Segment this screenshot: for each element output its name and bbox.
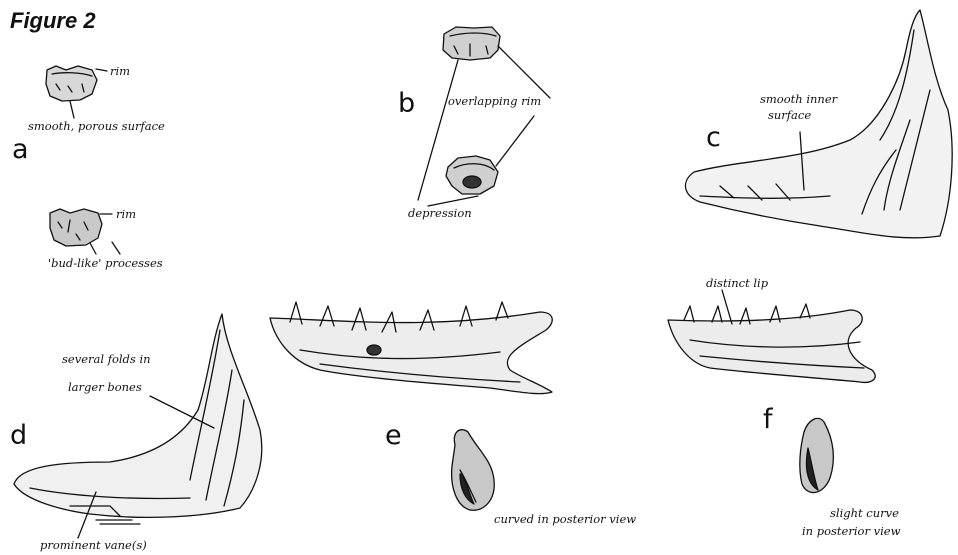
jaw-e-drawing bbox=[270, 302, 552, 510]
annotation-f-slight-curve: slight curve bbox=[830, 506, 899, 520]
bone-c-drawing bbox=[685, 10, 952, 238]
vertebra-a-upper-drawing bbox=[46, 66, 107, 118]
annotation-c-smooth-inner: smooth inner bbox=[760, 92, 837, 106]
annotation-a-rim-2: rim bbox=[116, 207, 136, 221]
panel-letter-b: b bbox=[398, 88, 415, 119]
bone-d-drawing bbox=[14, 314, 262, 538]
panel-letter-f: f bbox=[763, 404, 773, 435]
annotation-f-in-posterior-view: in posterior view bbox=[802, 524, 900, 538]
vertebra-b-drawing bbox=[418, 27, 550, 206]
figure-title: Figure 2 bbox=[10, 8, 96, 34]
annotation-e-curved-posterior: curved in posterior view bbox=[494, 512, 636, 526]
annotation-f-distinct-lip: distinct lip bbox=[706, 276, 768, 290]
vertebra-a-lower-drawing bbox=[50, 209, 120, 254]
annotation-b-overlapping-rim: overlapping rim bbox=[448, 94, 541, 108]
annotation-d-larger-bones: larger bones bbox=[68, 380, 142, 394]
annotation-a-bud-like-processes: 'bud-like' processes bbox=[48, 256, 163, 270]
annotation-a-rim: rim bbox=[110, 64, 130, 78]
panel-letter-a: a bbox=[12, 134, 29, 165]
panel-letter-e: e bbox=[385, 420, 402, 451]
panel-letter-c: c bbox=[706, 122, 721, 153]
annotation-d-prominent-vanes: prominent vane(s) bbox=[40, 538, 147, 552]
annotation-b-depression: depression bbox=[408, 206, 472, 220]
annotation-c-surface: surface bbox=[768, 108, 811, 122]
panel-letter-d: d bbox=[10, 420, 27, 451]
annotation-a-smooth-porous-surface: smooth, porous surface bbox=[28, 119, 165, 133]
jaw-f-drawing bbox=[668, 290, 875, 493]
annotation-d-several-folds: several folds in bbox=[62, 352, 151, 366]
